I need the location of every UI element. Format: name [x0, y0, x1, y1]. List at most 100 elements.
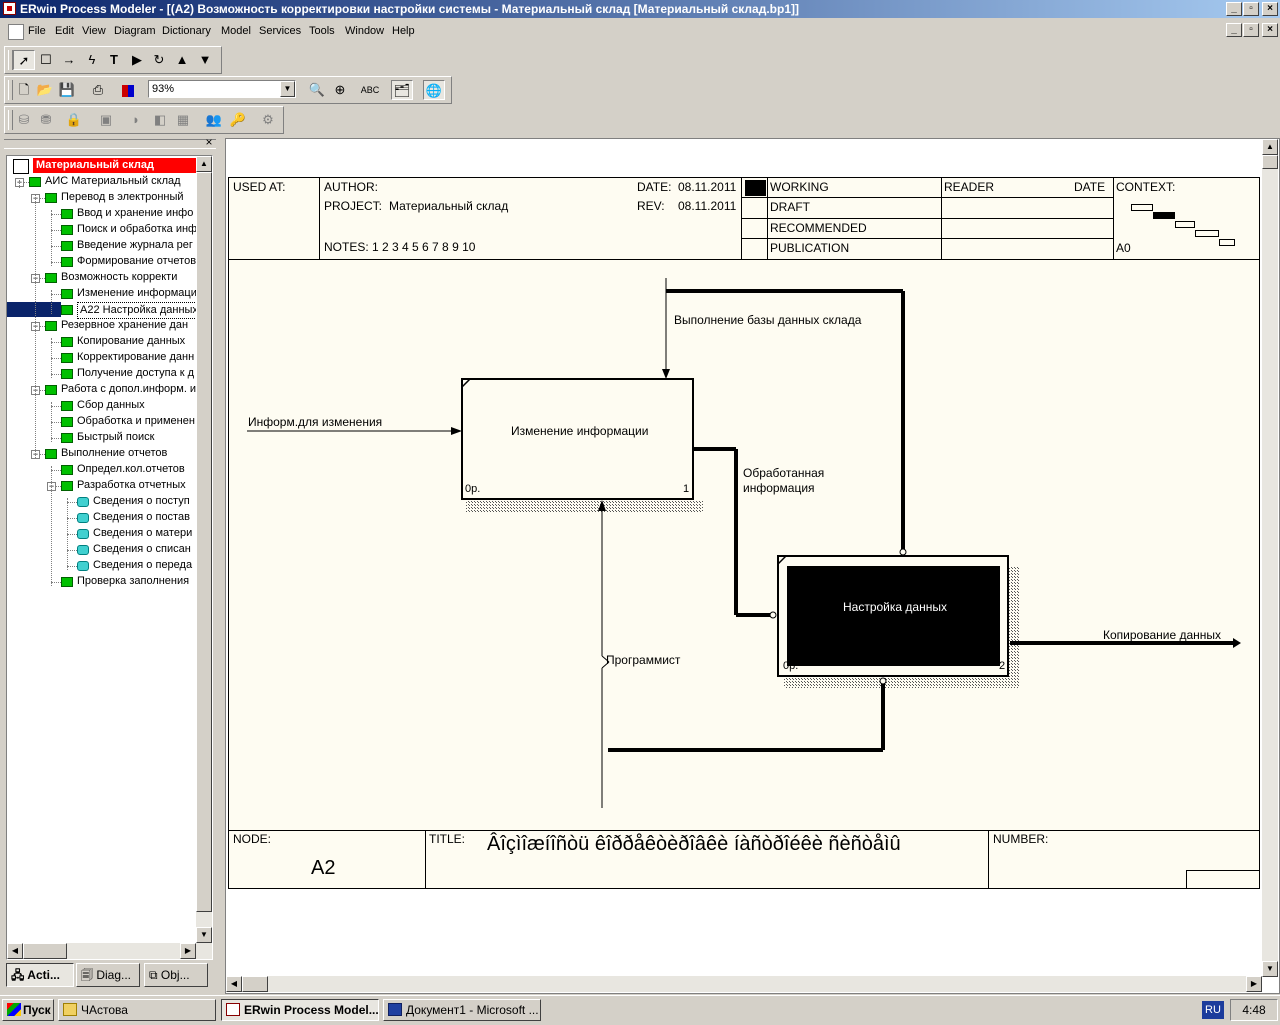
tree-item[interactable]: Возможность корректи — [61, 271, 178, 283]
maximize-button[interactable]: ▫ — [1243, 2, 1259, 16]
tree-item[interactable]: Перевод в электронный — [61, 191, 184, 203]
output2-arrow-label[interactable]: Копирование данных — [1103, 628, 1222, 642]
canvas-hscroll-thumb[interactable] — [242, 976, 268, 992]
box-tool-icon[interactable]: ☐ — [40, 52, 52, 67]
canvas-scroll-right-icon[interactable]: ▶ — [1246, 976, 1262, 992]
go-to-sibling-icon[interactable]: ↻ — [153, 52, 165, 67]
color-palette-icon[interactable] — [117, 80, 139, 100]
open-folder-icon[interactable]: 📂 — [36, 82, 54, 97]
tree-item[interactable]: Поиск и обработка инф — [77, 223, 198, 235]
tree-item[interactable]: Сведения о постав — [93, 511, 190, 523]
doc-close-button[interactable]: × — [1262, 23, 1278, 37]
tree-item[interactable]: Резервное хранение дан — [61, 319, 189, 331]
tab-objects[interactable]: ⧉ Obj... — [144, 963, 208, 987]
close-button[interactable]: × — [1262, 2, 1278, 16]
tree-item[interactable]: Сведения о переда — [93, 559, 193, 571]
minimize-button[interactable]: _ — [1226, 2, 1242, 16]
taskbar-word[interactable]: Документ1 - Microsoft ... — [383, 999, 541, 1021]
tree-item[interactable]: Разработка отчетных — [77, 479, 186, 491]
tab-activities[interactable]: 🖧 Acti... — [6, 963, 74, 987]
tree-item[interactable]: Сбор данных — [77, 399, 145, 411]
globe-icon[interactable]: 🌐 — [423, 80, 445, 100]
go-to-parent-icon[interactable]: ▲ — [175, 52, 189, 67]
canvas-horizontal-scrollbar[interactable]: ◀ ▶ — [226, 976, 1262, 992]
menu-file[interactable]: File — [28, 25, 46, 37]
tree-item[interactable]: Введение журнала рег — [77, 239, 193, 251]
scroll-right-icon[interactable]: ▶ — [180, 943, 196, 959]
tree-item[interactable]: Быстрый поиск — [77, 431, 155, 443]
tree-item[interactable]: Определ.кол.отчетов — [77, 463, 185, 475]
model-explorer-icon[interactable]: 🗂 — [391, 80, 413, 100]
tree-item[interactable]: Ввод и хранение инфо — [77, 207, 194, 219]
mechanism-arrow-label[interactable]: Программист — [606, 653, 681, 667]
grid-icon[interactable]: ▦ — [176, 112, 190, 127]
menu-dictionary[interactable]: Dictionary — [162, 25, 211, 37]
tree-item[interactable]: АИС Материальный склад — [45, 175, 181, 187]
taskbar-erwin[interactable]: ERwin Process Model... — [221, 999, 379, 1021]
chevron-down-icon[interactable]: ▼ — [280, 81, 295, 97]
doc-restore-button[interactable]: ▫ — [1243, 23, 1259, 37]
tree-item[interactable]: Выполнение отчетов — [61, 447, 168, 459]
model-split-icon[interactable]: ◧ — [153, 112, 167, 127]
control-arrow-label[interactable]: Выполнение базы данных склада — [674, 313, 862, 327]
settings-icon[interactable]: ⚙ — [262, 112, 274, 127]
zoom-in-icon[interactable]: 🔍 — [308, 82, 326, 97]
tree-hscroll-thumb[interactable] — [23, 943, 67, 959]
activity-box-1[interactable] — [461, 378, 694, 500]
menu-diagram[interactable]: Diagram — [114, 25, 156, 37]
tree-item[interactable]: Формирование отчетов — [77, 255, 197, 267]
spell-check-icon[interactable]: ABC — [360, 85, 380, 95]
output-arrow-label[interactable]: Обработанная — [743, 466, 825, 480]
menu-help[interactable]: Help — [392, 25, 415, 37]
tree-horizontal-scrollbar[interactable]: ◀ ▶ — [7, 943, 212, 959]
model-merge-icon[interactable]: ◗ — [132, 112, 140, 127]
panel-close-icon[interactable]: × — [205, 135, 213, 149]
zoom-combo[interactable]: 93% ▼ — [148, 80, 296, 98]
tree-item[interactable]: Сведения о списан — [93, 543, 191, 555]
tree-item[interactable]: Сведения о поступ — [93, 495, 190, 507]
language-indicator[interactable]: RU — [1202, 1001, 1224, 1019]
doc-minimize-button[interactable]: _ — [1226, 23, 1242, 37]
go-to-child-icon[interactable]: ▶ — [132, 52, 142, 67]
tree-vertical-scrollbar[interactable]: ▲ ▼ — [196, 156, 212, 944]
tab-diagrams[interactable]: 🗐 Diag... — [76, 963, 140, 987]
scroll-left-icon[interactable]: ◀ — [7, 943, 23, 959]
zoom-fit-icon[interactable]: ⊕ — [334, 82, 346, 97]
key-icon[interactable]: 🔑 — [229, 112, 247, 127]
new-file-icon[interactable]: 🗋 — [18, 82, 30, 97]
output-arrow-label-line2[interactable]: информация — [743, 481, 815, 495]
users-icon[interactable]: 👥 — [205, 112, 223, 127]
tree-item[interactable]: Сведения о матери — [93, 527, 193, 539]
report-icon[interactable]: ▣ — [99, 112, 113, 127]
canvas-scroll-up-icon[interactable]: ▲ — [1262, 139, 1278, 155]
canvas-vscroll-thumb[interactable] — [1262, 155, 1278, 169]
menu-view[interactable]: View — [82, 25, 106, 37]
squiggle-tool-icon[interactable]: ϟ — [88, 52, 96, 67]
lock-icon[interactable]: 🔒 — [65, 112, 83, 127]
link-icon[interactable]: ⛁ — [18, 112, 30, 127]
arrow-tool-icon[interactable]: → — [62, 52, 76, 67]
input-arrow-label[interactable]: Информ.для изменения — [248, 415, 383, 429]
tree-root[interactable]: Материальный склад — [33, 158, 199, 173]
canvas-scroll-down-icon[interactable]: ▼ — [1262, 961, 1278, 977]
tree-item[interactable]: Обработка и применен — [77, 415, 195, 427]
scroll-up-icon[interactable]: ▲ — [196, 156, 212, 172]
tree-item[interactable]: A22 Настройка данных — [77, 302, 201, 319]
tree-item[interactable]: Работа с допол.информ. и — [61, 383, 197, 395]
taskbar-folder[interactable]: ЧАстова — [58, 999, 216, 1021]
go-down-icon[interactable]: ▼ — [198, 52, 212, 67]
save-icon[interactable]: 💾 — [58, 82, 76, 97]
tree-scroll-thumb[interactable] — [196, 172, 212, 912]
document-icon[interactable] — [8, 24, 24, 40]
pointer-tool-icon[interactable]: ➚ — [13, 50, 35, 70]
tree-item[interactable]: Получение доступа к д — [77, 367, 195, 379]
text-tool-icon[interactable]: T — [110, 52, 118, 67]
scroll-down-icon[interactable]: ▼ — [196, 927, 212, 943]
unlink-icon[interactable]: ⛃ — [40, 112, 52, 127]
tree-item[interactable]: Копирование данных — [77, 335, 186, 347]
menu-services[interactable]: Services — [259, 25, 302, 37]
tree-item[interactable]: Корректирование данн — [77, 351, 195, 363]
tree-item[interactable]: Проверка заполнения — [77, 575, 190, 587]
canvas-scroll-left-icon[interactable]: ◀ — [226, 976, 242, 992]
canvas-vertical-scrollbar[interactable]: ▲ ▼ — [1262, 139, 1278, 977]
